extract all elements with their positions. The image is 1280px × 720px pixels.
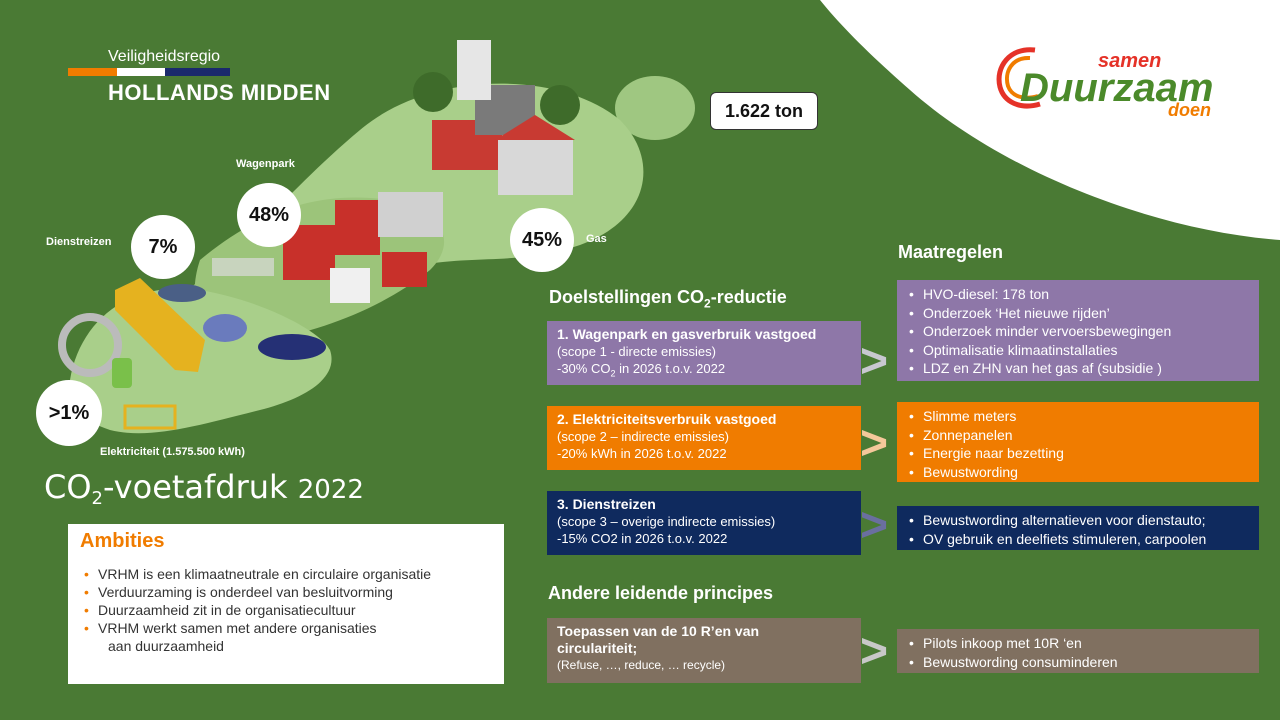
page-title-year: 2022 xyxy=(297,475,364,505)
sd-logo-samen: samen xyxy=(1098,50,1162,72)
arrow-3: > xyxy=(860,499,889,552)
wagenpark-percentage: 48% xyxy=(237,183,301,247)
principes-title-line1: Toepassen van de 10 R’en van xyxy=(557,623,760,639)
dienstreizen-label: Dienstreizen xyxy=(46,236,112,248)
principes-heading: Andere leidende principes xyxy=(548,583,774,603)
goal-2-scope: (scope 2 – indirecte emissies) xyxy=(557,429,729,444)
goal-3-title: 3. Dienstreizen xyxy=(557,496,656,512)
elektriciteit-label: Elektriciteit (1.575.500 kWh) xyxy=(100,446,245,458)
goal-3-scope: (scope 3 – overige indirecte emissies) xyxy=(557,514,776,529)
maatregel-item: HVO-diesel: 178 ton xyxy=(907,285,1249,304)
maatregel-item: OV gebruik en deelfiets stimuleren, carp… xyxy=(907,530,1249,549)
wagenpark-label: Wagenpark xyxy=(236,158,295,170)
maatregel-item: Optimalisatie klimaatinstallaties xyxy=(907,341,1249,360)
gas-percentage: 45% xyxy=(510,208,574,272)
vr-logo-top: Veiligheidsregio xyxy=(108,48,221,65)
goal-3-box: 3. Dienstreizen (scope 3 – overige indir… xyxy=(547,491,861,555)
maatregelen-4-box: Pilots inkoop met 10R ‘en Bewustwording … xyxy=(897,629,1259,673)
goal-1-box: 1. Wagenpark en gasverbruik vastgoed (sc… xyxy=(547,321,861,385)
arrow-4: > xyxy=(860,625,889,678)
arrow-2: > xyxy=(860,417,889,470)
vr-logo-bars xyxy=(68,68,230,76)
maatregel-item: Energie naar bezetting xyxy=(907,444,1249,463)
ambities-panel: Ambities VRHM is een klimaatneutrale en … xyxy=(68,524,504,684)
maatregelen-1-box: HVO-diesel: 178 ton Onderzoek ‘Het nieuw… xyxy=(897,280,1259,381)
sd-logo-duurzaam: Duurzaam xyxy=(1020,66,1214,110)
elektriciteit-percentage: >1% xyxy=(36,380,102,446)
principes-detail: (Refuse, …, reduce, … recycle) xyxy=(557,658,726,672)
goal-1-title: 1. Wagenpark en gasverbruik vastgoed xyxy=(557,326,817,342)
goal-3-target: -15% CO2 in 2026 t.o.v. 2022 xyxy=(557,531,728,546)
total-emissions-box: 1.622 ton xyxy=(710,92,818,130)
maatregelen-2-box: Slimme meters Zonnepanelen Energie naar … xyxy=(897,402,1259,482)
principes-box: Toepassen van de 10 R’en van circularite… xyxy=(547,618,861,683)
ambitie-item: Duurzaamheid zit in de organisatiecultuu… xyxy=(80,601,492,619)
sd-logo-doen: doen xyxy=(1168,100,1211,120)
maatregel-item: Zonnepanelen xyxy=(907,426,1249,445)
goal-1-scope: (scope 1 - directe emissies) xyxy=(557,344,716,359)
principes-title-line2: circulariteit; xyxy=(557,640,638,656)
maatregelen-3-box: Bewustwording alternatieven voor diensta… xyxy=(897,506,1259,550)
ambitie-item: Verduurzaming is onderdeel van besluitvo… xyxy=(80,583,492,601)
maatregel-item: Bewustwording alternatieven voor diensta… xyxy=(907,511,1249,530)
goal-1-target: -30% CO2 in 2026 t.o.v. 2022 xyxy=(557,361,726,379)
maatregel-item: Pilots inkoop met 10R ‘en xyxy=(907,634,1249,653)
maatregel-item: Slimme meters xyxy=(907,407,1249,426)
dienstreizen-percentage: 7% xyxy=(131,215,195,279)
maatregelen-heading: Maatregelen xyxy=(898,242,1004,262)
page-title: CO2-voetafdruk 2022 xyxy=(44,468,364,509)
goal-2-target: -20% kWh in 2026 t.o.v. 2022 xyxy=(557,446,727,461)
maatregel-item: Onderzoek minder vervoersbewegingen xyxy=(907,322,1249,341)
sd-logo-swirl-icon xyxy=(996,47,1041,109)
gas-label: Gas xyxy=(586,233,607,245)
ambitie-item: VRHM is een klimaatneutrale en circulair… xyxy=(80,565,492,583)
maatregel-item: LDZ en ZHN van het gas af (subsidie ) xyxy=(907,359,1249,378)
goal-2-box: 2. Elektriciteitsverbruik vastgoed (scop… xyxy=(547,406,861,470)
vr-logo-bottom: HOLLANDS MIDDEN xyxy=(108,80,331,105)
ambitie-item: VRHM werkt samen met andere organisaties xyxy=(80,619,492,637)
arrow-1: > xyxy=(860,335,889,388)
maatregel-item: Bewustwording xyxy=(907,463,1249,482)
goal-2-title: 2. Elektriciteitsverbruik vastgoed xyxy=(557,411,777,427)
ambitie-item-continued: aan duurzaamheid xyxy=(108,638,224,654)
maatregel-item: Onderzoek ‘Het nieuwe rijden’ xyxy=(907,304,1249,323)
doelstellingen-heading: Doelstellingen CO2-reductie xyxy=(549,287,787,311)
ambities-heading: Ambities xyxy=(80,530,165,552)
maatregel-item: Bewustwording consuminderen xyxy=(907,653,1249,672)
